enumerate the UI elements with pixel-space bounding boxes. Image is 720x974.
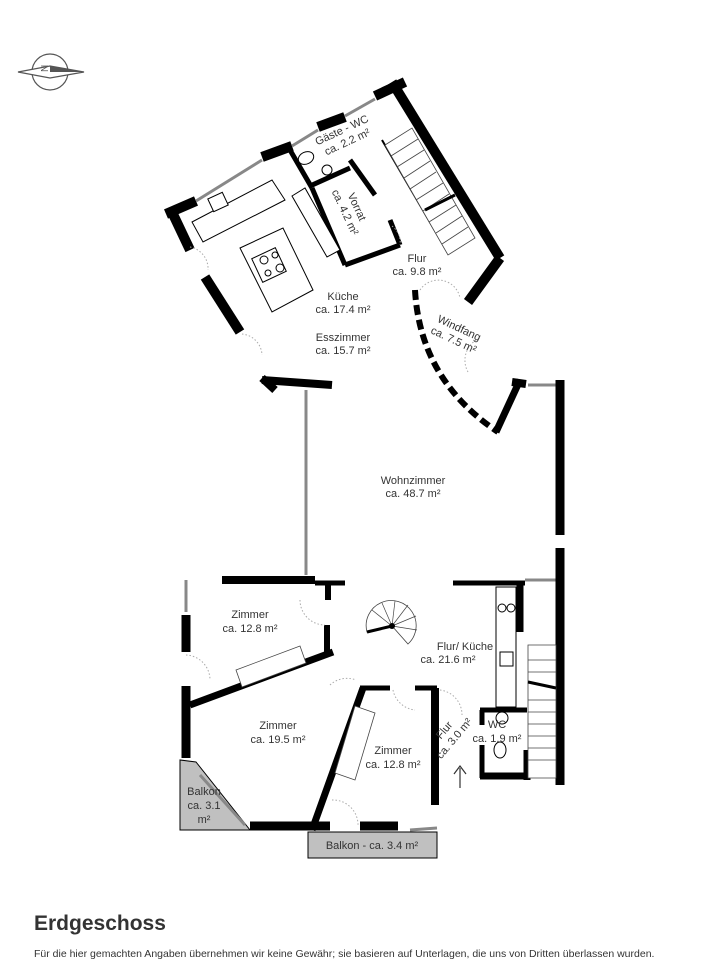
room-name: WC <box>488 719 506 731</box>
room-name: Flur <box>408 253 427 265</box>
page-title: Erdgeschoss <box>34 912 166 935</box>
room-area: ca. 19.5 m² <box>250 734 305 746</box>
room-area: ca. 12.8 m² <box>222 623 277 635</box>
curved-wall <box>412 289 500 435</box>
room-area: ca. 1.9 m² <box>473 733 522 745</box>
room-name: Zimmer <box>374 745 412 757</box>
room-area: ca. 3.1 <box>187 800 220 812</box>
balcony-large <box>307 831 438 859</box>
room-area: ca. 17.4 m² <box>315 304 370 316</box>
staircase-upper <box>384 127 476 256</box>
entrance-arrow-icon <box>453 765 467 788</box>
walls-middle <box>492 378 565 785</box>
room-area: ca. 9.8 m² <box>393 266 442 278</box>
compass-icon: N <box>17 53 85 91</box>
room-name: Flur/ Küche <box>437 641 493 653</box>
disclaimer: Für die hier gemachten Angaben übernehme… <box>34 948 655 960</box>
svg-text:N: N <box>40 65 51 72</box>
room-area-unit: m² <box>198 814 211 826</box>
room-name: Küche <box>327 291 358 303</box>
room-area: ca. 21.6 m² <box>420 654 475 666</box>
room-name: Wohnzimmer <box>381 475 446 487</box>
kitchen-fixtures <box>191 151 341 313</box>
room-area: ca. 15.7 m² <box>315 345 370 357</box>
room-area: ca. 12.8 m² <box>365 759 420 771</box>
spiral-staircase <box>365 600 418 645</box>
room-name: Zimmer <box>259 720 297 732</box>
door-swings <box>185 225 481 827</box>
room-name: Esszimmer <box>316 332 371 344</box>
room-name: Balkon <box>187 786 221 798</box>
room-name: Balkon - ca. 3.4 m² <box>326 840 419 852</box>
kitchenette <box>493 586 517 759</box>
windows <box>184 97 556 832</box>
staircases-lower <box>235 644 557 788</box>
room-name: Zimmer <box>231 609 269 621</box>
room-area: ca. 48.7 m² <box>385 488 440 500</box>
